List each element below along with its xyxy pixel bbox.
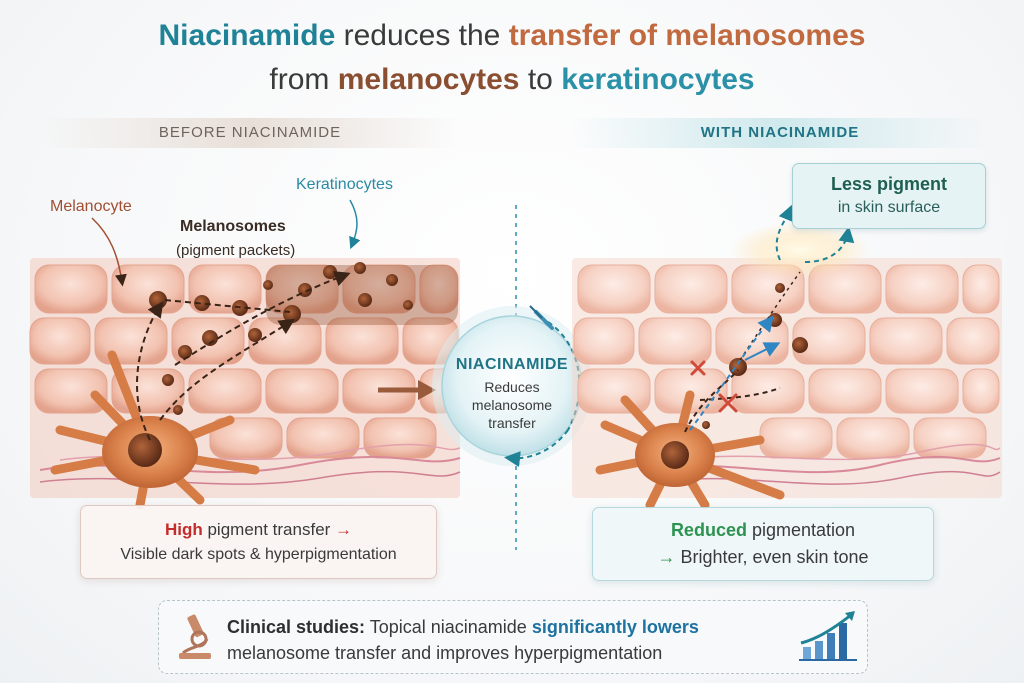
block-x-icon [690, 360, 738, 413]
reduced-pigmentation-summary: Reduced pigmentation → Brighter, even sk… [592, 507, 934, 581]
clinical-text-2: melanosome transfer and improves hyperpi… [227, 643, 663, 663]
reduced-emphasis: Reduced [670, 520, 747, 540]
title-niacinamide: Niacinamide [158, 19, 336, 52]
microscope-icon [179, 614, 211, 659]
center-arrow-left [378, 380, 436, 400]
melanocyte-label: Melanocyte [50, 198, 132, 215]
clinical-highlight: significantly lowers [531, 617, 699, 637]
less-pigment-title: Less pigment [830, 174, 948, 194]
niacinamide-description: Reduces melanosome transfer [442, 378, 582, 432]
melanosomes-right [702, 283, 808, 429]
before-header: BEFORE NIACINAMIDE [40, 118, 460, 148]
high-transfer-summary: High pigment transfer → Visible dark spo… [80, 505, 437, 579]
reduced-text: pigmentation [746, 520, 856, 540]
title-text-1: reduces the [335, 19, 509, 52]
clinical-prefix: Clinical studies: [227, 617, 366, 637]
title-melanocytes: melanocytes [337, 63, 520, 96]
melanocyte-cell-left [50, 350, 260, 510]
title-keratinocytes: keratinocytes [561, 63, 755, 96]
pipette-icon [529, 305, 554, 330]
transfer-paths-right [684, 204, 855, 433]
less-pigment-callout: Less pigment in skin surface [792, 163, 986, 229]
title-text-2: from [269, 63, 338, 96]
surface-glow [730, 222, 870, 278]
high-transfer-text: pigment transfer [202, 520, 336, 539]
niacinamide-desc-line2: melanosome [471, 397, 553, 413]
reduced-line: Reduced pigmentation [593, 520, 933, 541]
with-header: WITH NIACINAMIDE [570, 118, 990, 148]
high-emphasis: High [164, 520, 203, 539]
red-arrow-icon: → [335, 520, 353, 539]
growth-chart-icon [799, 611, 857, 661]
niacinamide-label: NIACINAMIDE [455, 356, 569, 373]
green-arrow-icon: → [657, 547, 676, 567]
page-title: Niacinamide reduces the transfer of mela… [0, 14, 1024, 102]
niacinamide-desc-line1: Reduces [484, 379, 540, 395]
high-transfer-line: High pigment transfer → [81, 520, 436, 540]
melanocyte-pointer [91, 217, 127, 287]
title-text-3: to [519, 63, 562, 96]
pigment-packets-label: (pigment packets) [176, 242, 296, 259]
transfer-arrows-left [136, 271, 351, 441]
clinical-studies-box: Clinical studies: Topical niacinamide si… [158, 600, 868, 674]
clinical-text-1: Topical niacinamide [365, 617, 532, 637]
niacinamide-desc-line3: transfer [488, 415, 536, 431]
dark-spots-text: Visible dark spots & hyperpigmentation [120, 546, 397, 563]
niacinamide-circle [432, 305, 592, 468]
melanocyte-cell-right [595, 390, 785, 510]
less-pigment-subtitle: in skin surface [837, 199, 941, 216]
keratinocytes-pointer [349, 199, 361, 250]
brighter-line: → Brighter, even skin tone [593, 547, 933, 568]
title-transfer: transfer of melanosomes [508, 19, 866, 52]
melanosomes-label: Melanosomes [180, 218, 286, 235]
keratinocytes-label: Keratinocytes [296, 176, 393, 193]
clinical-text: Clinical studies: Topical niacinamide si… [227, 614, 699, 666]
melanosomes-left [149, 262, 413, 415]
niacinamide-circle-text: NIACINAMIDE Reduces melanosome transfer [442, 356, 582, 432]
brighter-text: Brighter, even skin tone [675, 547, 869, 567]
